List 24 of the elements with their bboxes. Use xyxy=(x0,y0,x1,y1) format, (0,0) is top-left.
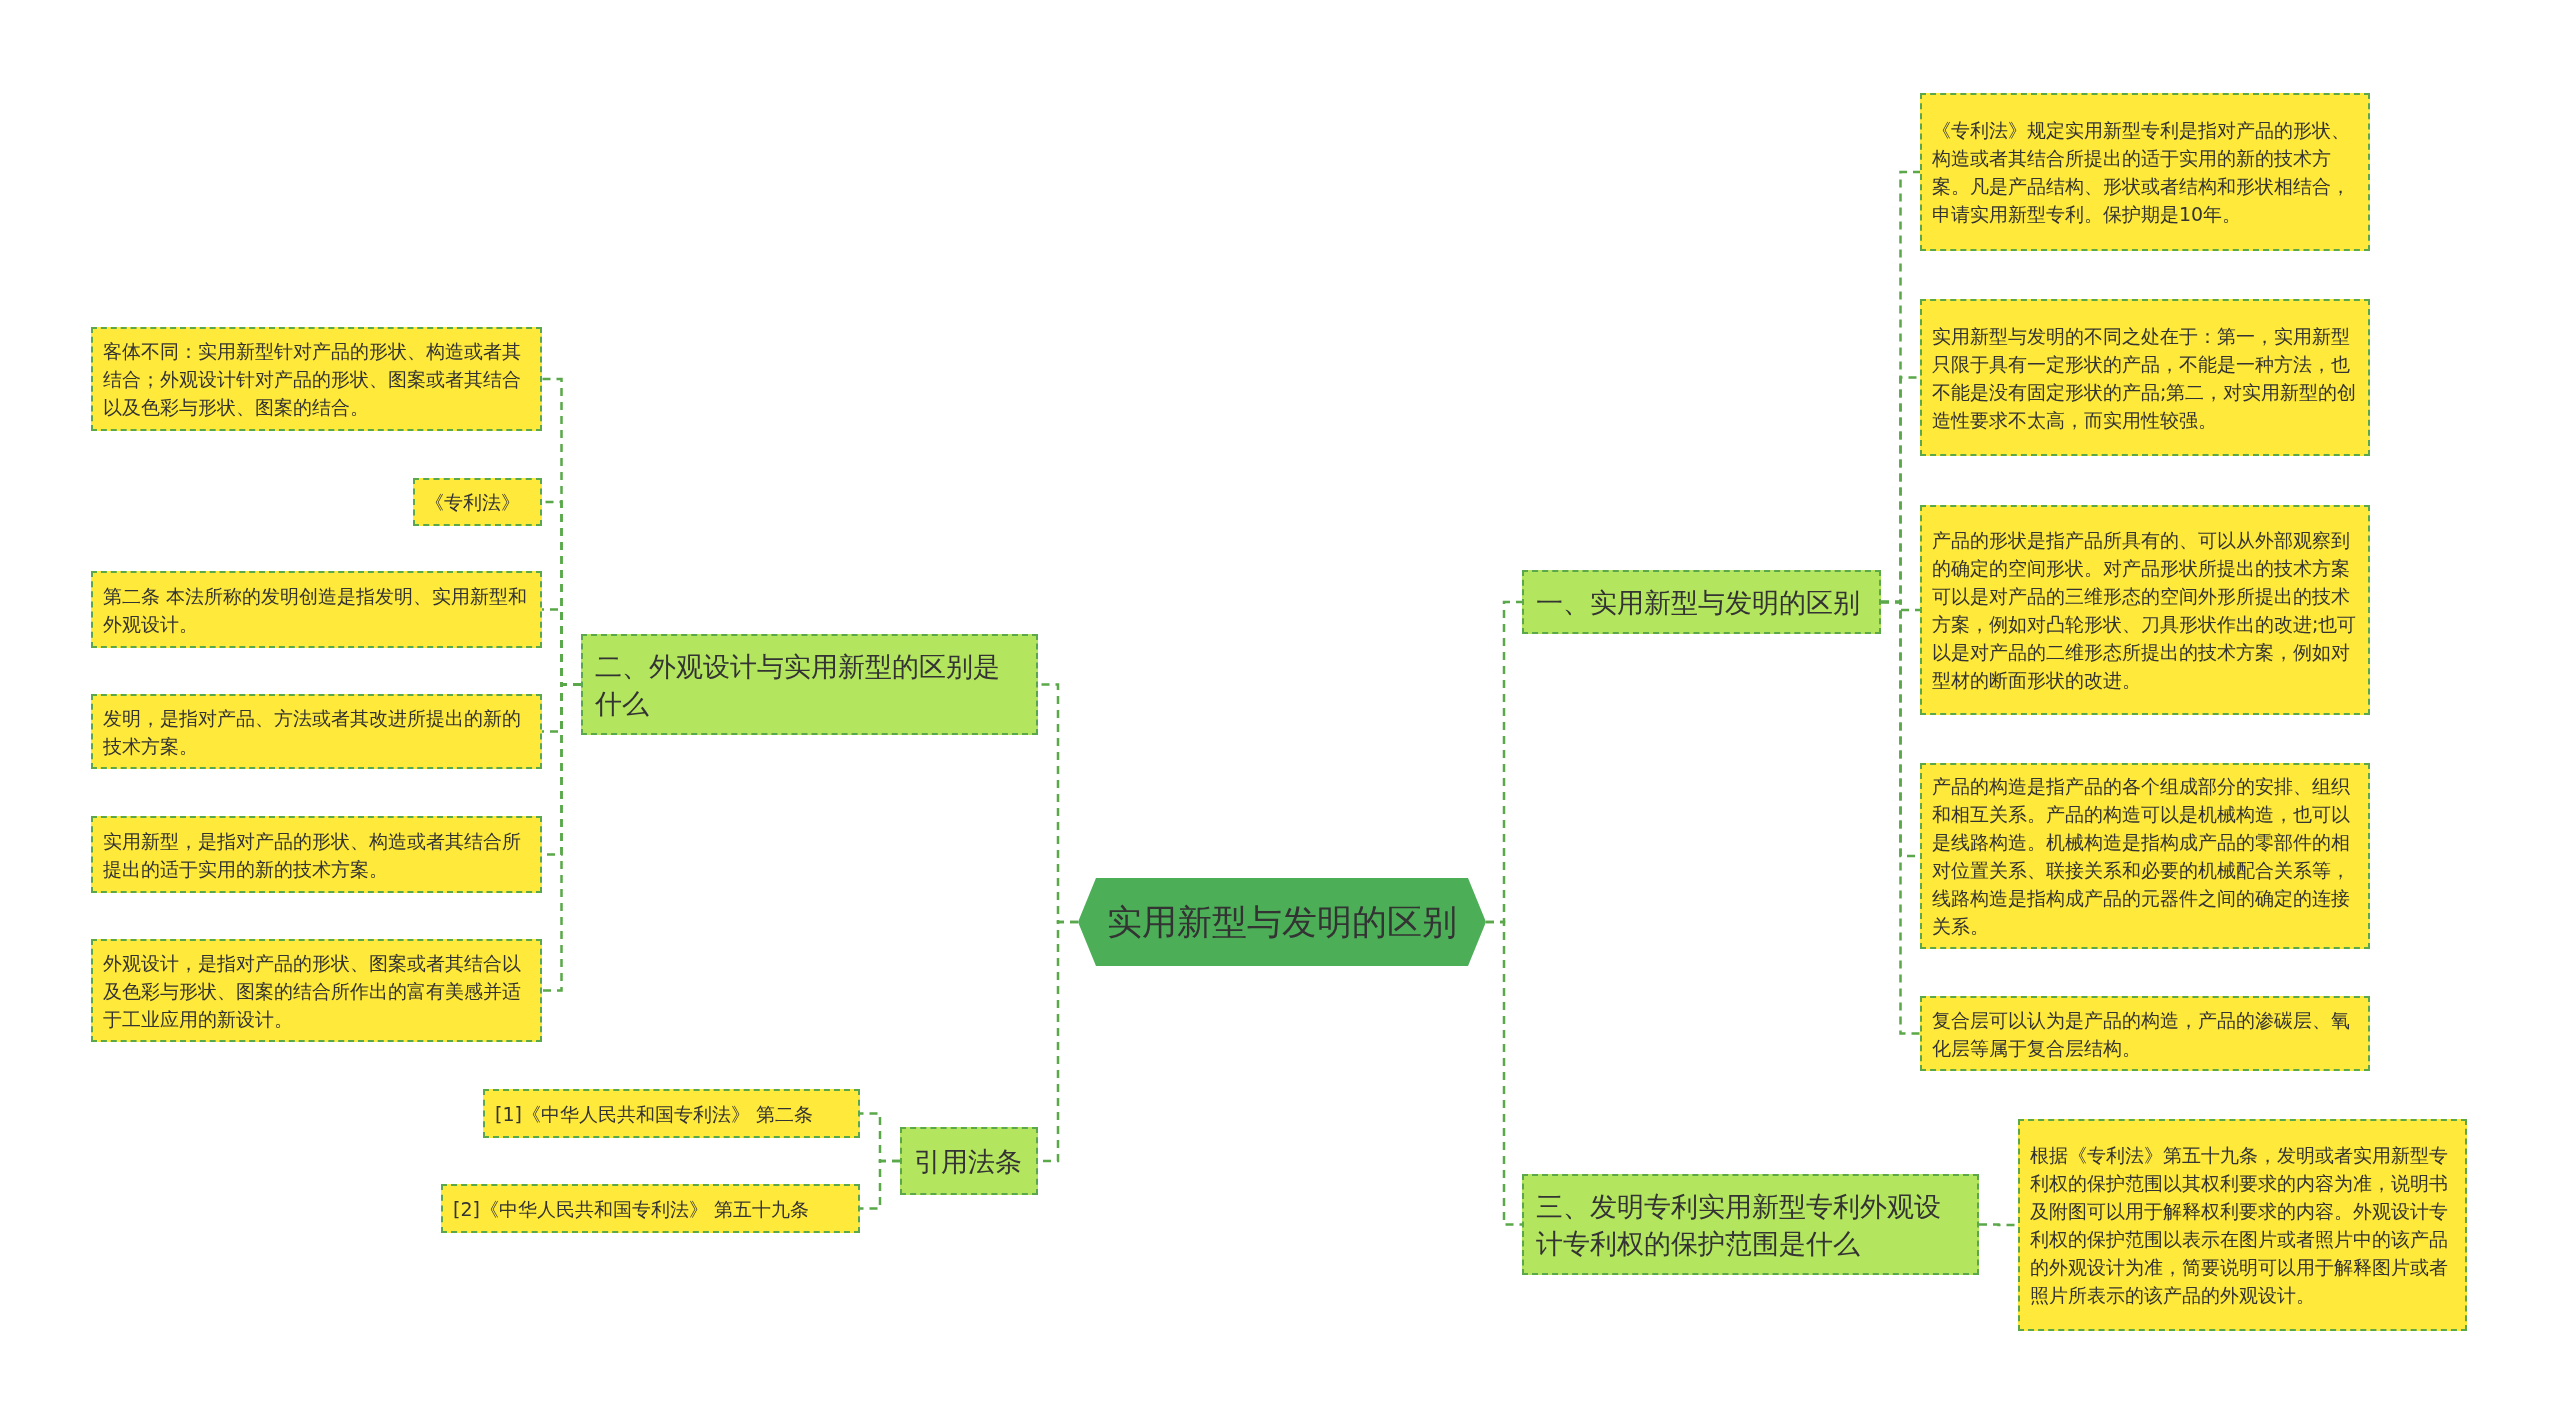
note-box: 根据《专利法》第五十九条，发明或者实用新型专利权的保护范围以其权利要求的内容为准，说明书及附图可以用于解释权利要求的内容。外观设计专利权的保护范围以表示在图片或者照片中的该产品的外观设计为准，简要说明可以用于解释图片或者照片所表示的该产品的外观设计。 xyxy=(2018,1119,2467,1331)
note-box: 产品的形状是指产品所具有的、可以从外部观察到的确定的空间形状。对产品形状所提出的技术方案可以是对产品的三维形态的空间外形所提出的技术方案，例如对凸轮形状、刀具形状作出的改进;也可以是对产品的二维形态所提出的技术方案，例如对型材的断面形状的改进。 xyxy=(1920,505,2370,715)
note-box: 客体不同：实用新型针对产品的形状、构造或者其结合；外观设计针对产品的形状、图案或者其结合以及色彩与形状、图案的结合。 xyxy=(91,327,542,431)
note-box: 实用新型与发明的不同之处在于：第一，实用新型只限于具有一定形状的产品，不能是一种方法，也不能是没有固定形状的产品;第二，对实用新型的创造性要求不太高，而实用性较强。 xyxy=(1920,299,2370,456)
note-box: 实用新型，是指对产品的形状、构造或者其结合所提出的适于实用的新的技术方案。 xyxy=(91,816,542,893)
connector-line xyxy=(1881,600,1920,1035)
connector-line xyxy=(542,683,581,992)
note-box: 复合层可以认为是产品的构造，产品的渗碳层、氧化层等属于复合层结构。 xyxy=(1920,996,2370,1071)
note-box: 发明，是指对产品、方法或者其改进所提出的新的技术方案。 xyxy=(91,694,542,769)
topic-box: 二、外观设计与实用新型的区别是什么 xyxy=(581,634,1038,735)
central-topic: 实用新型与发明的区别 xyxy=(1078,878,1486,966)
topic-box: 一、实用新型与发明的区别 xyxy=(1522,570,1881,634)
connector-line xyxy=(1486,920,1522,1226)
note-box: 产品的构造是指产品的各个组成部分的安排、组织和相互关系。产品的构造可以是机械构造，也可以是线路构造。机械构造是指构成产品的零部件的相对位置关系、联接关系和必要的机械配合关系等，线路构造是指构成产品的元器件之间的确定的连接关系。 xyxy=(1920,763,2370,949)
connector-line xyxy=(860,1159,900,1210)
topic-box: 三、发明专利实用新型专利外观设计专利权的保护范围是什么 xyxy=(1522,1174,1979,1275)
note-box: 《专利法》规定实用新型专利是指对产品的形状、构造或者其结合所提出的适于实用的新的技术方案。凡是产品结构、形状或者结构和形状相结合，申请实用新型专利。保护期是10年。 xyxy=(1920,93,2370,251)
note-box: [1]《中华人民共和国专利法》 第二条 xyxy=(483,1089,860,1138)
note-box: 《专利法》 xyxy=(413,478,542,526)
connector-line xyxy=(1979,1223,2018,1227)
note-box: [2]《中华人民共和国专利法》 第五十九条 xyxy=(441,1184,860,1233)
topic-box: 引用法条 xyxy=(900,1127,1038,1195)
note-box: 外观设计，是指对产品的形状、图案或者其结合以及色彩与形状、图案的结合所作出的富有美感并适于工业应用的新设计。 xyxy=(91,939,542,1042)
note-box: 第二条 本法所称的发明创造是指发明、实用新型和外观设计。 xyxy=(91,571,542,648)
